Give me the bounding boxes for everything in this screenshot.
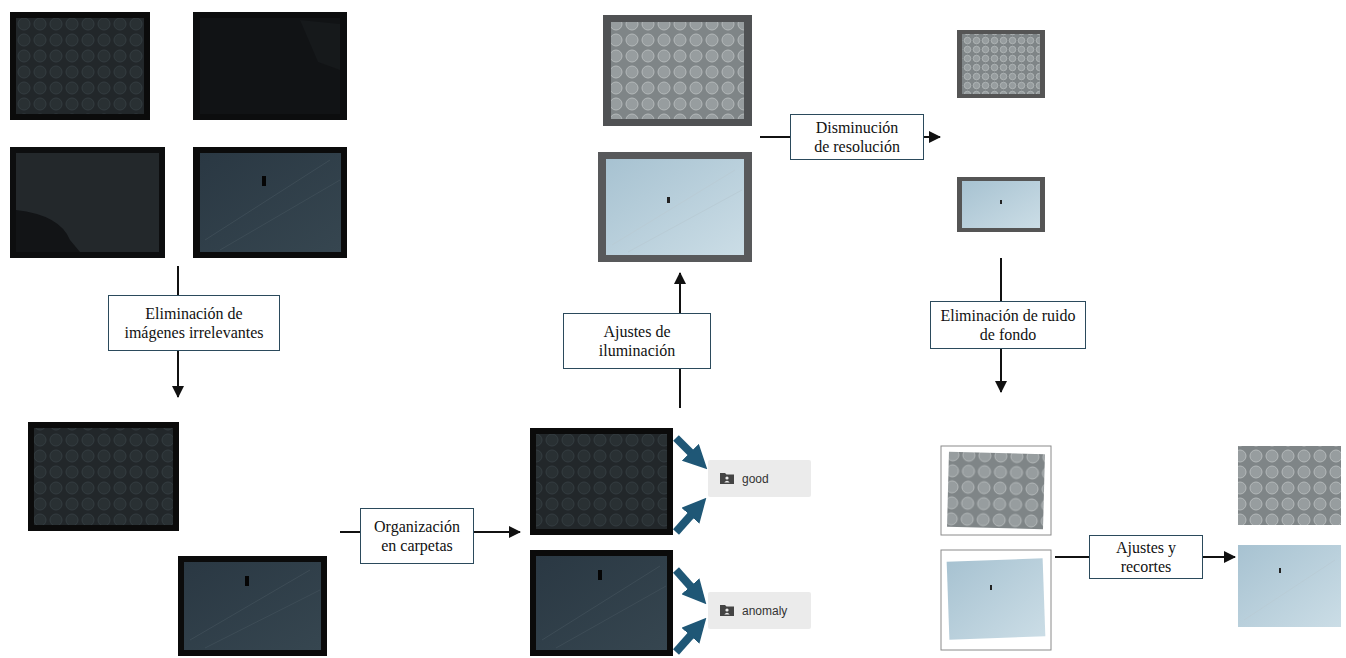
step-label: Disminución de resolución	[809, 118, 905, 156]
folder-person-body	[724, 613, 729, 615]
folder-icon	[720, 472, 734, 484]
folder-icon	[720, 604, 734, 616]
process-box: Eliminación de imágenes irrelevantes	[108, 295, 280, 351]
process-box: Eliminación de ruido de fondo	[930, 301, 1086, 349]
process-box: Disminución de resolución	[790, 114, 924, 160]
folder-name: anomaly	[742, 604, 787, 618]
folder-chip: good	[708, 460, 811, 497]
step-label: Organización en carpetas	[367, 517, 467, 555]
folder-person-head	[725, 608, 728, 611]
folder-name: good	[742, 472, 769, 486]
process-box: Organización en carpetas	[360, 508, 474, 564]
process-box: Ajustes de iluminación	[563, 313, 711, 369]
folder-shape	[720, 473, 734, 484]
process-box: Ajustes y recortes	[1089, 535, 1203, 579]
step-label: Ajustes y recortes	[1096, 538, 1196, 576]
step-label: Ajustes de iluminación	[572, 322, 702, 360]
folder-person-head	[725, 476, 728, 479]
folder-shape	[720, 605, 734, 616]
step-label: Eliminación de imágenes irrelevantes	[119, 304, 269, 342]
folder-person-body	[724, 481, 729, 483]
step-label: Eliminación de ruido de fondo	[937, 306, 1079, 344]
folder-chip: anomaly	[708, 592, 811, 629]
